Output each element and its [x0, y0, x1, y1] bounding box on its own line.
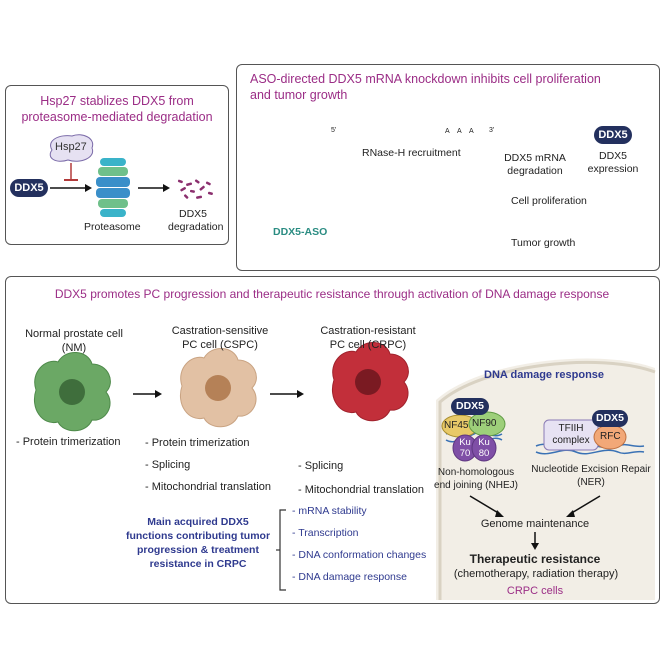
crpc-cell-label: Castration-resistant PC cell (CRPC)	[300, 324, 436, 352]
hsp27-label: Hsp27	[55, 141, 87, 153]
panel-b-title-line2: and tumor growth	[250, 88, 348, 102]
acquired-label-line4: resistance in CRPC	[149, 558, 247, 570]
acquired-label-line3: progression & treatment	[137, 544, 259, 556]
crpc-line1: Castration-resistant	[320, 325, 416, 337]
acquired-function-4: - DNA damage response	[292, 571, 407, 583]
ku80-label: Ku 80	[474, 437, 494, 459]
ddx5-badge-ner: DDX5	[592, 410, 628, 427]
ku70-line2: 70	[459, 448, 471, 459]
acquired-function-1: - mRNA stability	[292, 505, 367, 517]
ddx5-degradation-label: DDX5 degradation	[168, 208, 224, 234]
panel-b-title: ASO-directed DDX5 mRNA knockdown inhibit…	[250, 71, 601, 103]
panel-a-title-line1: Hsp27 stablizes DDX5 from	[40, 94, 194, 108]
ku70-line1: Ku	[459, 437, 471, 448]
ddr-title: DNA damage response	[484, 369, 605, 381]
rnase-h-label: RNase-H recruitment	[362, 147, 461, 159]
acquired-label-line1: Main acquired DDX5	[147, 516, 249, 528]
ddx5-badge-panel-a: DDX5	[10, 179, 48, 197]
ner-label: Nucleotide Excision Repair (NER)	[528, 463, 654, 489]
expression-line2: expression	[587, 163, 639, 175]
proteasome-label: Proteasome	[84, 221, 141, 233]
cspc-line2: PC cell (CSPC)	[182, 339, 258, 351]
panel-b-title-line1: ASO-directed DDX5 mRNA knockdown inhibit…	[250, 72, 601, 86]
panel-c-title: DDX5 promotes PC progression and therape…	[54, 287, 610, 301]
cspc-cell-label: Castration-sensitive PC cell (CSPC)	[150, 324, 290, 352]
panel-aso-knockdown	[236, 64, 660, 271]
proteasome-icon	[96, 158, 130, 217]
crpc-cells-label: CRPC cells	[506, 585, 564, 597]
nm-line2: (NM)	[61, 342, 87, 354]
panel-a-title-line2: proteasome-mediated degradation	[21, 110, 213, 124]
aso-label: DDX5-ASO	[273, 226, 328, 238]
crpc-function-2: - Mitochondrial translation	[298, 484, 424, 496]
ddx5-badge-panel-b: DDX5	[594, 126, 632, 144]
mrna-degradation-label: DDX5 mRNA degradation	[500, 152, 570, 178]
acquired-functions-label: Main acquired DDX5 functions contributin…	[120, 515, 276, 571]
crpc-function-1: - Splicing	[298, 460, 344, 472]
nm-cell-label: Normal prostate cell (NM)	[4, 327, 144, 355]
three-prime-label: 3'	[489, 127, 495, 134]
cspc-function-1: - Protein trimerization	[145, 437, 250, 449]
poly-a-1: A	[445, 128, 450, 135]
cspc-function-2: - Splicing	[145, 459, 191, 471]
therapeutic-resistance-label: Therapeutic resistance	[469, 552, 601, 566]
expression-line1: DDX5	[598, 150, 627, 162]
hsp27-icon	[49, 134, 94, 181]
cell-proliferation-label: Cell proliferation	[511, 195, 587, 207]
acquired-label-line2: functions contributing tumor	[125, 530, 271, 542]
therapy-label: (chemotherapy, radiation therapy)	[453, 568, 619, 580]
ddx5-badge-nhej: DDX5	[451, 398, 489, 415]
cspc-function-3: - Mitochondrial translation	[145, 481, 271, 493]
mrna-degradation-line1: DDX5 mRNA	[504, 152, 566, 164]
nhej-line1: Non-homologous	[437, 467, 515, 478]
ner-line2: (NER)	[577, 477, 605, 488]
mrna-degradation-line2: degradation	[507, 165, 563, 177]
ku70-label: Ku 70	[455, 437, 475, 459]
tfiih-label: TFIIH complex	[544, 423, 598, 447]
acquired-function-3: - DNA conformation changes	[292, 549, 427, 561]
genome-maintenance-label: Genome maintenance	[480, 518, 590, 530]
nm-function-1: - Protein trimerization	[16, 436, 121, 448]
ku80-line1: Ku	[478, 437, 490, 448]
degradation-line2: degradation	[168, 221, 224, 233]
ku80-line2: 80	[478, 448, 490, 459]
nm-line1: Normal prostate cell	[25, 328, 123, 340]
acquired-function-2: - Transcription	[292, 527, 359, 539]
ddx5-expression-label: DDX5 expression	[584, 150, 642, 176]
nhej-line2: end joining (NHEJ)	[434, 480, 518, 491]
poly-a-2: A	[457, 128, 462, 135]
degraded-fragments-icon	[177, 179, 213, 199]
ner-line1: Nucleotide Excision Repair	[531, 464, 651, 475]
crpc-line2: PC cell (CRPC)	[329, 339, 407, 351]
panel-a-title: Hsp27 stablizes DDX5 from proteasome-med…	[8, 93, 226, 125]
nhej-label: Non-homologous end joining (NHEJ)	[420, 466, 532, 492]
nf90-label: NF90	[472, 418, 497, 429]
rfc-label: RFC	[600, 431, 621, 442]
tumor-growth-label: Tumor growth	[511, 237, 576, 249]
cspc-line1: Castration-sensitive	[171, 325, 269, 337]
nf45-label: NF45	[444, 420, 469, 431]
tfiih-line2: complex	[552, 435, 590, 446]
tfiih-line1: TFIIH	[558, 423, 584, 434]
poly-a-3: A	[469, 128, 474, 135]
degradation-line1: DDX5	[178, 208, 207, 220]
five-prime-label: 5'	[331, 127, 337, 134]
